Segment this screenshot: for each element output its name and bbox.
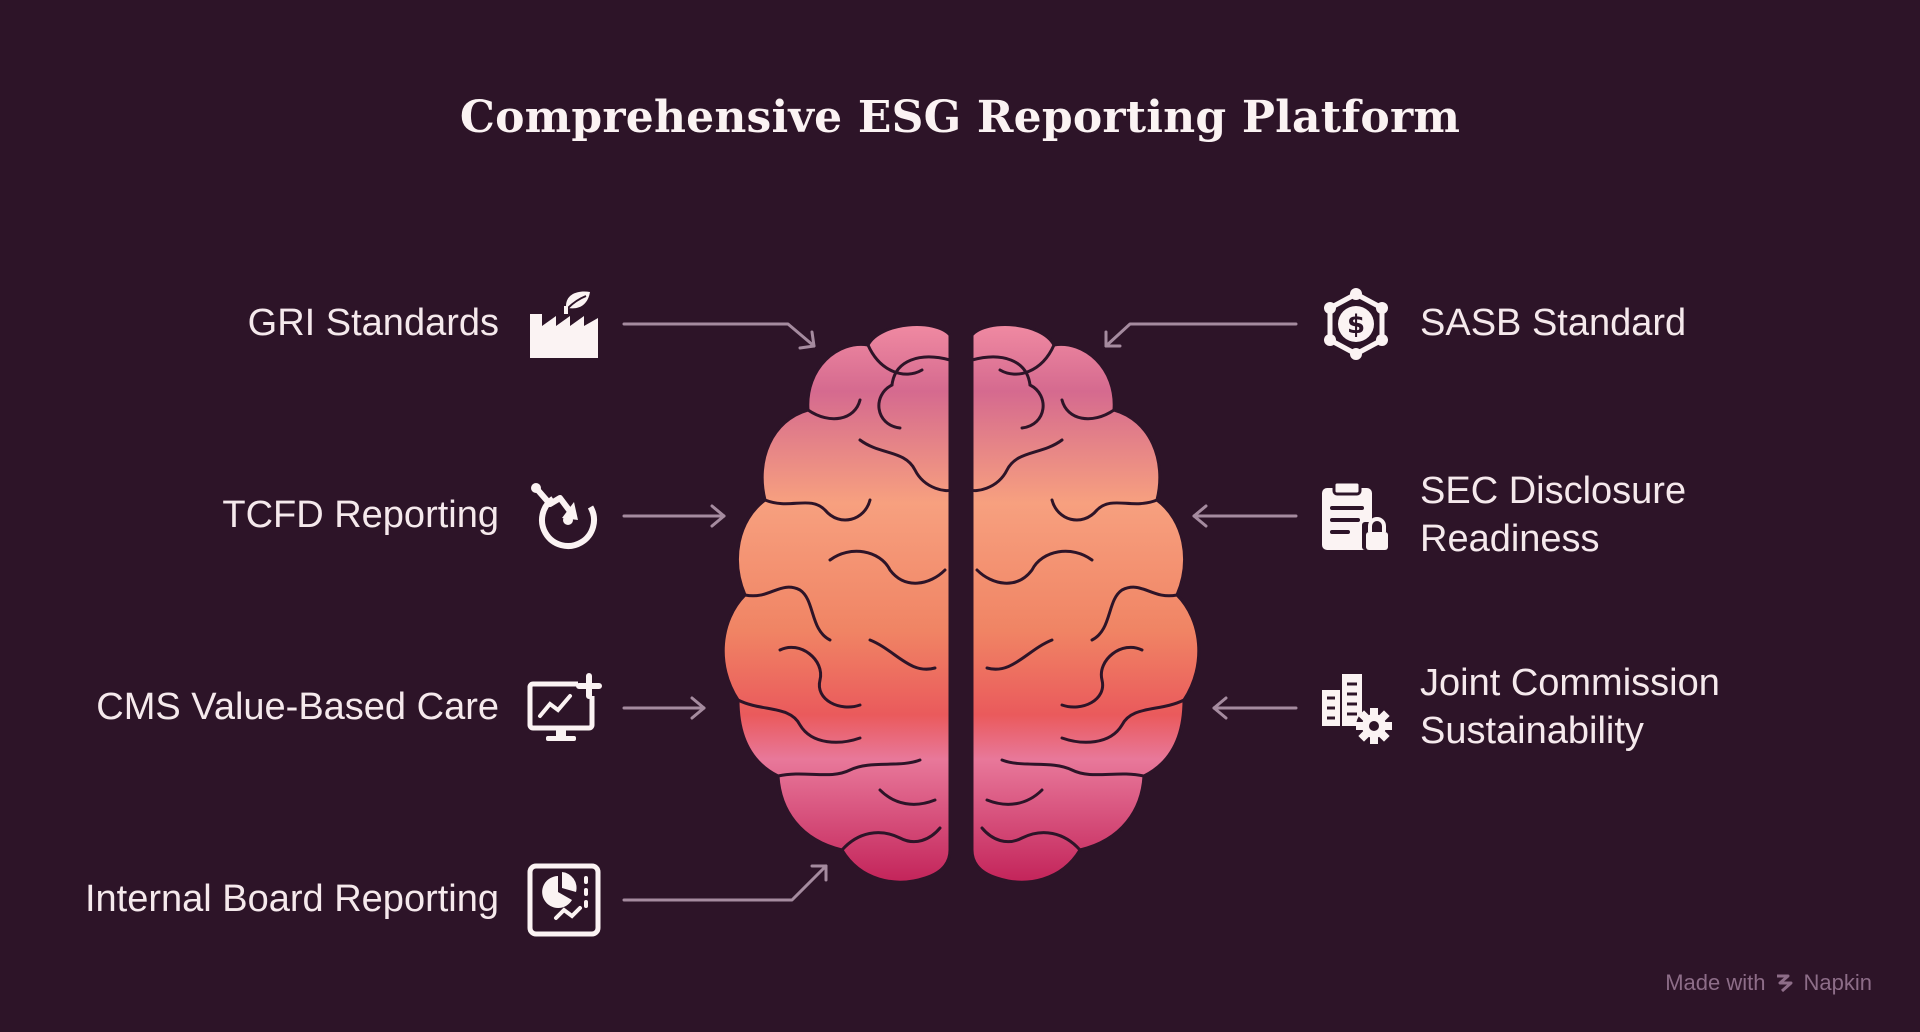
footer-branding: Made with Napkin: [1665, 970, 1872, 996]
clipboard-lock-icon: [1322, 480, 1390, 550]
label-sec-line-1: SEC Disclosure: [1420, 470, 1687, 512]
monitor-chart-plus-icon: [527, 673, 602, 741]
arrow-sec-disclosure-readiness: [1192, 504, 1298, 528]
arrow-sasb-standard: [1104, 322, 1298, 348]
brain-left-hemisphere: [721, 323, 952, 884]
label-jc-line-2: Sustainability: [1420, 710, 1644, 752]
brain-right-hemisphere: [970, 323, 1201, 884]
arrow-gri-standards: [622, 322, 816, 350]
napkin-logo-icon: [1776, 974, 1793, 993]
label-sasb-line-1: SASB Standard: [1420, 302, 1687, 344]
label-jc-line-1: Joint Commission: [1420, 662, 1720, 704]
arrow-cms-value-based-care: [622, 696, 706, 720]
svg-text:$: $: [1347, 310, 1365, 340]
label-gri-standards: GRI Standards: [247, 302, 499, 344]
label-tcfd-reporting: TCFD Reporting: [222, 494, 499, 536]
label-internal-board-reporting: Internal Board Reporting: [84, 878, 499, 920]
diagram-title: Comprehensive ESG Reporting Platform: [459, 92, 1461, 143]
trend-down-timer-icon: [531, 483, 597, 549]
label-joint-commission-sustainability: Joint Commission Sustainability: [1420, 659, 1720, 755]
footer-brand: Napkin: [1803, 970, 1872, 995]
footer-made-with: Made with: [1665, 970, 1766, 995]
buildings-gear-icon: [1322, 674, 1392, 744]
label-cms-value-based-care: CMS Value-Based Care: [96, 686, 499, 728]
arrow-internal-board-reporting: [622, 864, 828, 902]
factory-leaf-icon: [530, 291, 598, 358]
report-pie-chart-icon: [527, 863, 601, 937]
arrow-joint-commission-sustainability: [1212, 696, 1298, 720]
label-sec-disclosure-readiness: SEC Disclosure Readiness: [1420, 467, 1686, 563]
label-sec-line-2: Readiness: [1420, 518, 1600, 560]
dollar-network-icon: $: [1324, 288, 1388, 360]
arrow-tcfd-reporting: [622, 504, 726, 528]
label-sasb-standard: SASB Standard: [1420, 299, 1686, 347]
